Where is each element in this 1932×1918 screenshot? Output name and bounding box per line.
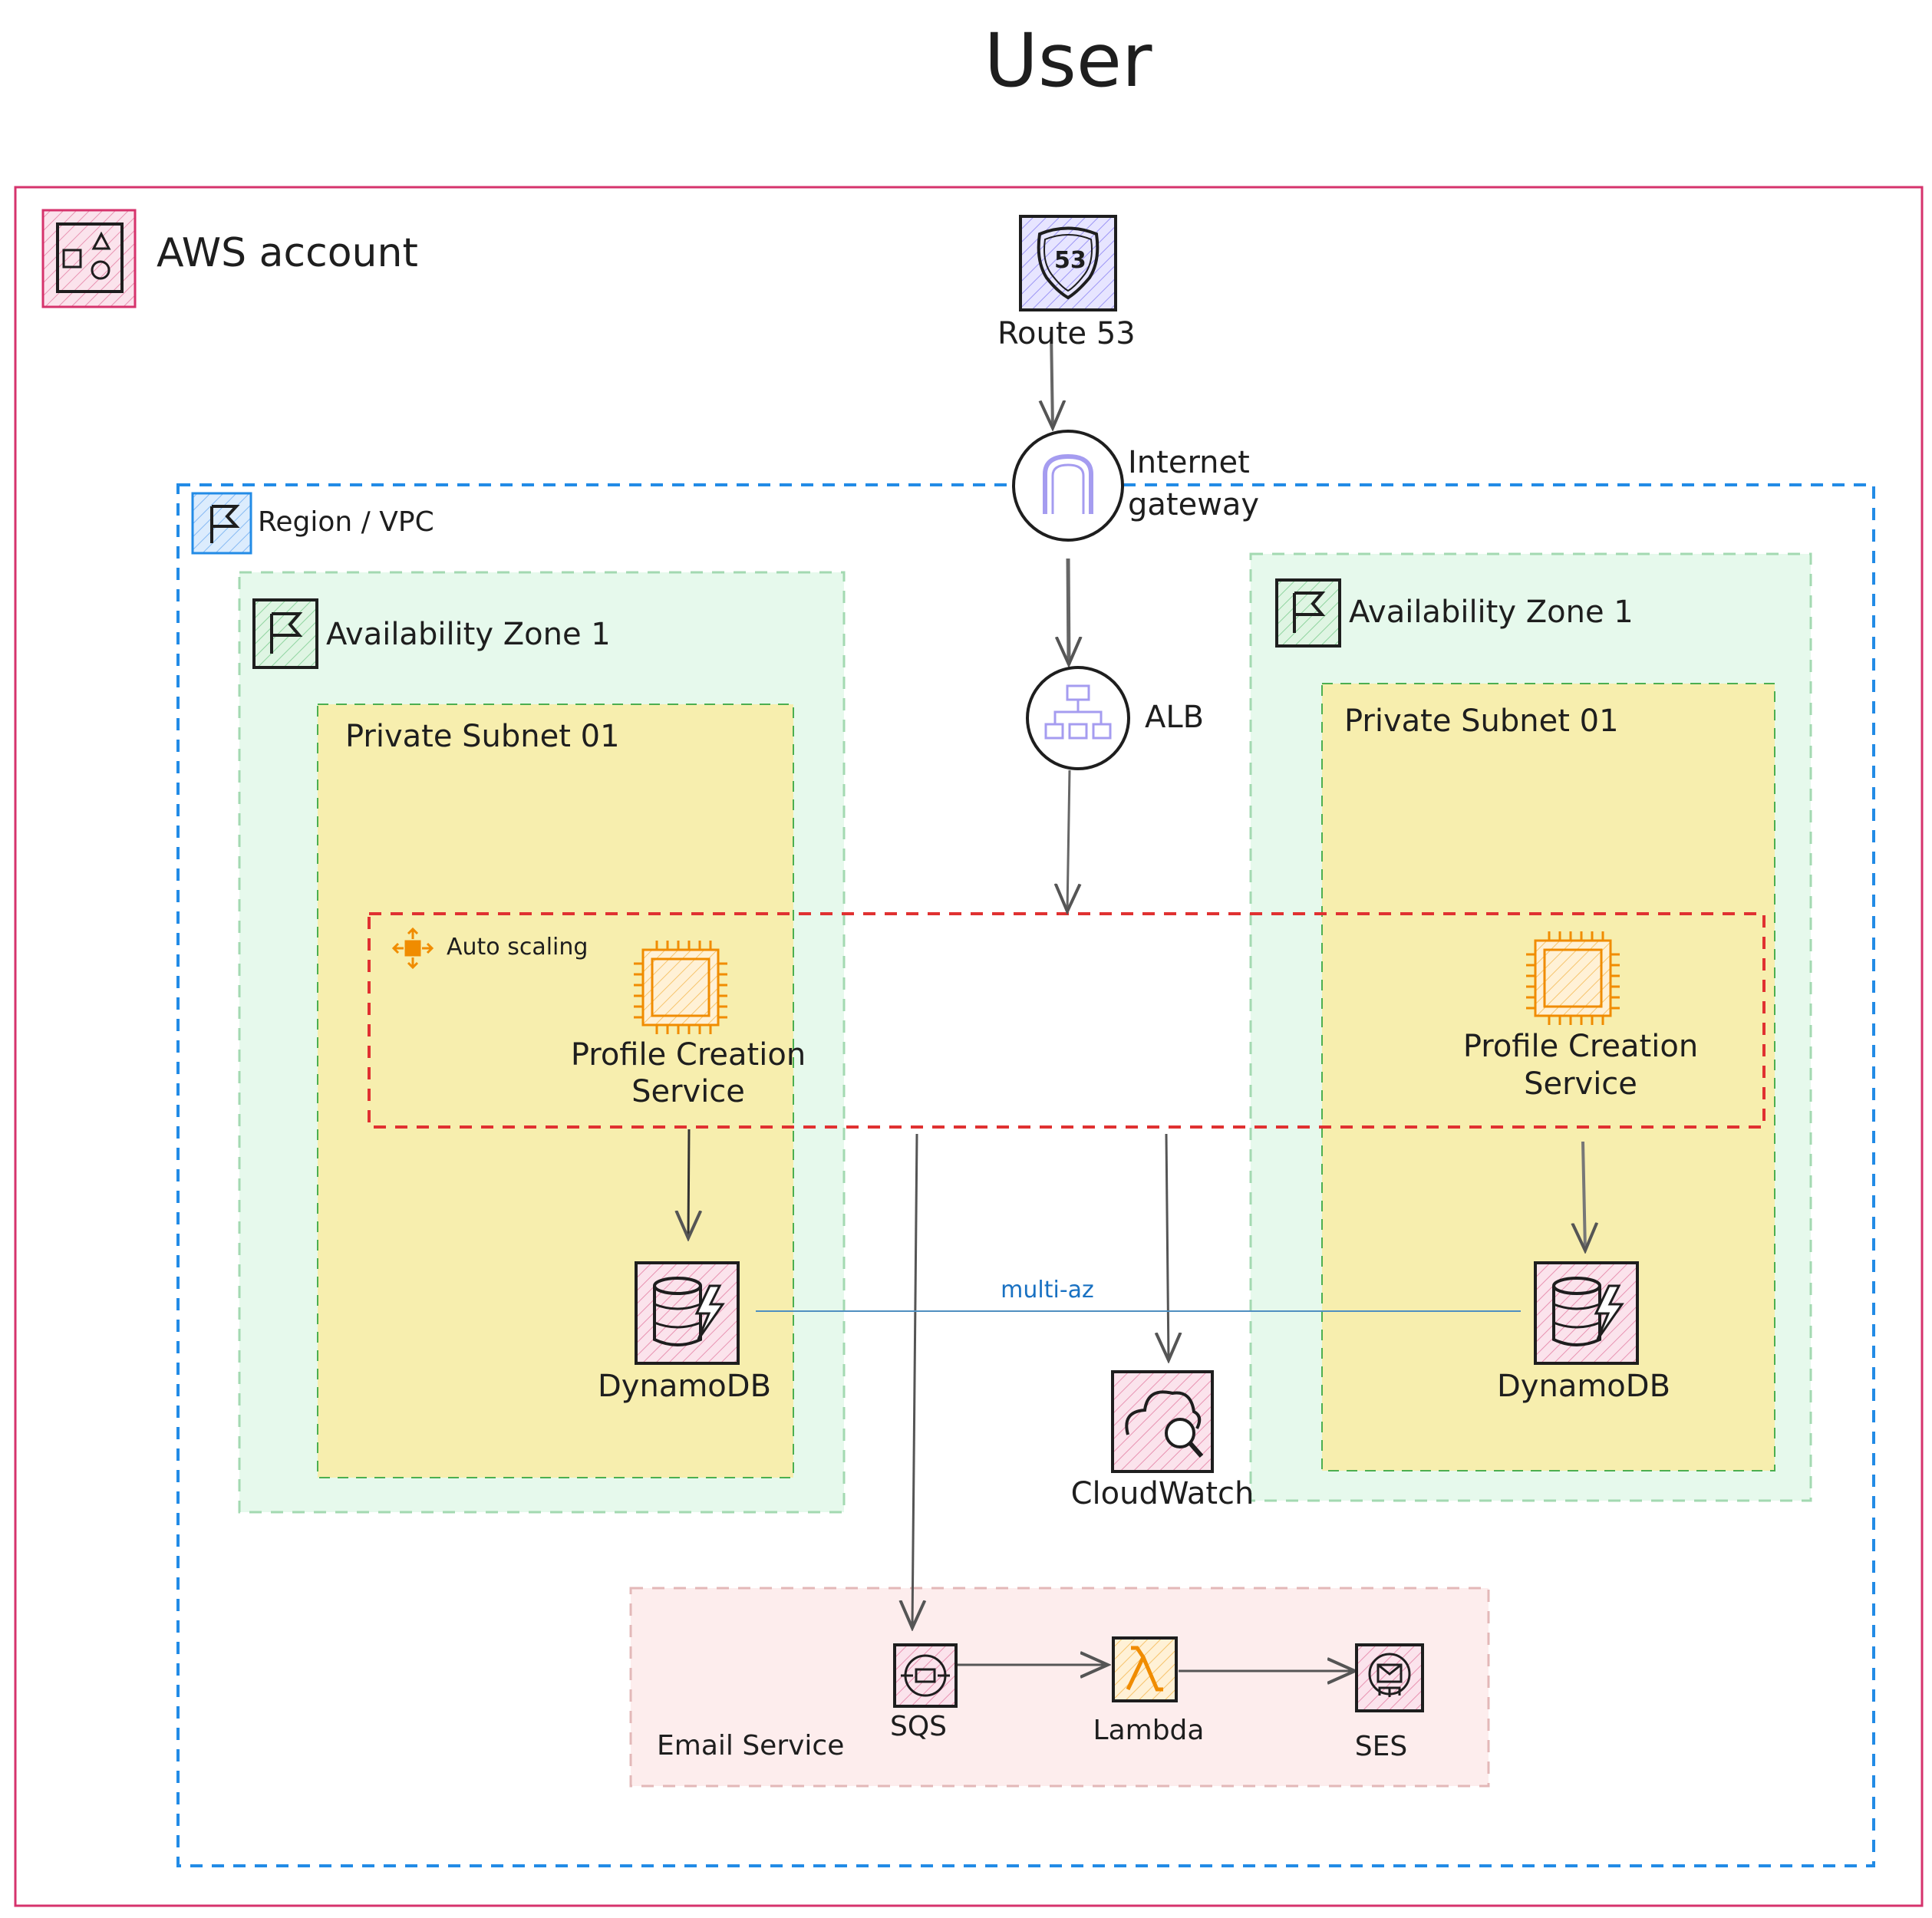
cloudwatch-icon: [1111, 1370, 1214, 1473]
multi-az-label: multi-az: [1001, 1277, 1094, 1303]
dynamodb-left-label: DynamoDB: [597, 1369, 772, 1404]
private-subnet-right-label: Private Subnet 01: [1344, 704, 1619, 739]
region-vpc-label: Region / VPC: [258, 506, 434, 538]
diagram-title: User: [984, 18, 1152, 104]
private-subnet-left-label: Private Subnet 01: [345, 719, 620, 754]
arrow-service-right-to-dynamodb: [1583, 1141, 1585, 1251]
arrow-alb-to-autoscaling: [1067, 770, 1070, 911]
internet-gateway-label-line2: gateway: [1128, 487, 1260, 522]
arrow-service-left-to-dynamodb: [688, 1129, 689, 1238]
dynamodb-icon: [635, 1261, 740, 1365]
service-right-label-line2: Service: [1524, 1066, 1637, 1102]
route53-label: Route 53: [997, 316, 1136, 351]
cloudwatch-label: CloudWatch: [1070, 1476, 1254, 1511]
route53-badge: 53: [1054, 247, 1086, 274]
arrow-igw-to-alb: [1068, 558, 1069, 664]
email-service-group: [629, 1587, 1490, 1788]
ec2-chip-icon: [634, 941, 727, 1034]
arrow-autoscaling-to-cloudwatch: [1166, 1133, 1169, 1360]
availability-zone-right-label: Availability Zone 1: [1349, 595, 1634, 630]
sqs-icon: [893, 1643, 958, 1708]
internet-gateway-icon: [1012, 430, 1124, 542]
service-right-label-line1: Profile Creation: [1462, 1029, 1699, 1064]
ses-icon: [1355, 1643, 1424, 1712]
ec2-chip-icon: [1526, 931, 1620, 1025]
dynamodb-right-label: DynamoDB: [1496, 1369, 1671, 1404]
availability-zone-left-label: Availability Zone 1: [326, 617, 611, 652]
aws-account-icon: [41, 209, 137, 308]
arrow-route53-to-igw: [1051, 331, 1053, 428]
internet-gateway-label-line1: Internet: [1128, 445, 1250, 480]
email-service-label: Email Service: [657, 1730, 845, 1761]
auto-scaling-icon: [391, 927, 434, 970]
arrow-autoscaling-to-sqs: [912, 1133, 917, 1628]
ses-label: SES: [1354, 1731, 1408, 1762]
aws-account-boundary: [14, 186, 1924, 1907]
lambda-label: Lambda: [1093, 1715, 1205, 1746]
service-left-label-line1: Profile Creation: [570, 1037, 806, 1073]
service-left-label-line2: Service: [631, 1074, 745, 1109]
load-balancer-icon: [1026, 666, 1130, 770]
zone-flag-icon: [252, 598, 318, 669]
region-flag-icon: [191, 492, 252, 555]
sqs-label: SQS: [889, 1711, 948, 1742]
aws-account-label: AWS account: [157, 230, 418, 276]
route53-icon: [1019, 215, 1117, 311]
dynamodb-icon: [1534, 1261, 1639, 1365]
auto-scaling-label: Auto scaling: [447, 934, 589, 961]
zone-flag-icon: [1275, 578, 1341, 648]
alb-label: ALB: [1145, 700, 1205, 735]
lambda-icon: [1112, 1636, 1178, 1702]
